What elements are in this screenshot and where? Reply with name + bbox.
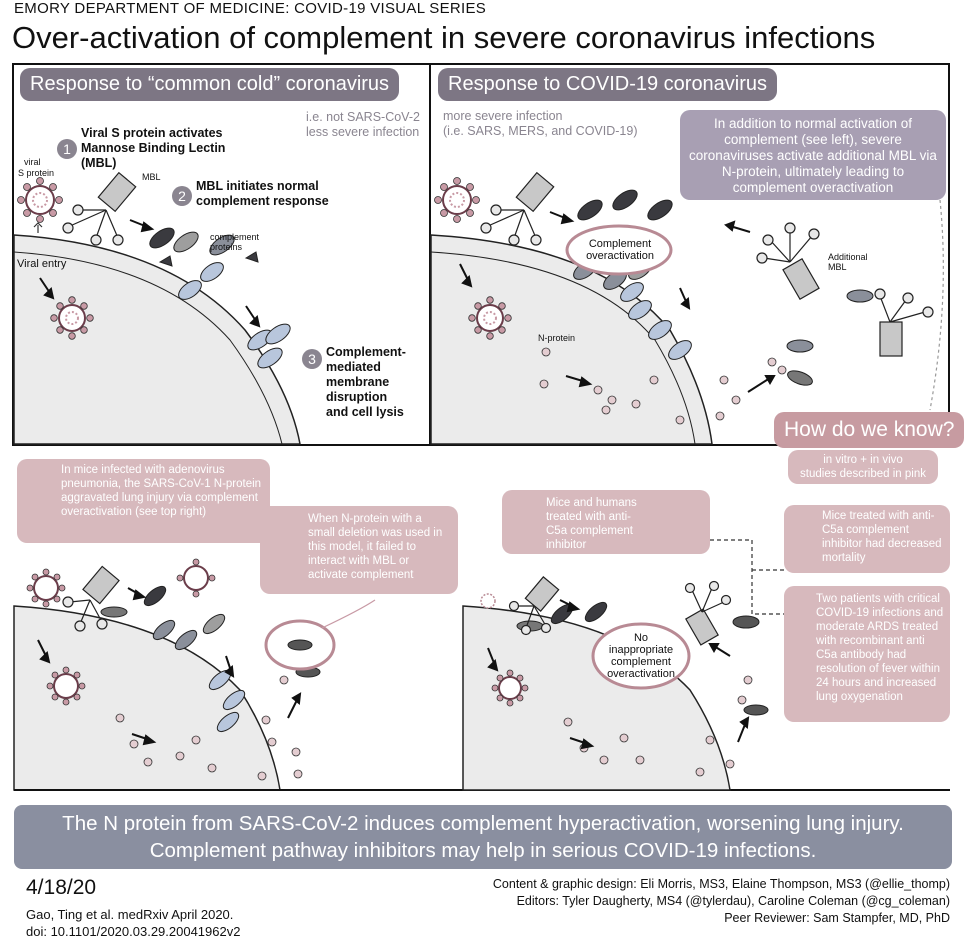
mouse-study-box-2: When N-protein with a small deletion was… <box>260 506 458 594</box>
inhibitor-box-2: Mice treated with anti-C5a complement in… <box>784 505 950 573</box>
right-top-panel <box>429 63 950 446</box>
left-panel-title: Response to “common cold” coronavirus <box>20 68 400 101</box>
step-1-number: 1 <box>57 139 77 159</box>
viral-entry-label: Viral entry <box>17 258 67 270</box>
step-3-text: Complement- mediated membrane disruption… <box>326 345 406 419</box>
mouse-study-box-1: In mice infected with adenovirus pneumon… <box>17 459 270 543</box>
mouse-study-text-2: When N-protein with a small deletion was… <box>308 513 443 581</box>
page-title: Over-activation of complement in severe … <box>12 20 876 55</box>
right-info-box: In addition to normal activation of comp… <box>680 110 946 200</box>
inhibitor-box-1: Mice and humans treated with anti-C5a co… <box>502 490 710 554</box>
complement-proteins-label: complement proteins <box>210 232 260 252</box>
publication-date: 4/18/20 <box>26 876 97 899</box>
series-label: EMORY DEPARTMENT OF MEDICINE: COVID-19 V… <box>14 0 487 17</box>
credit-reviewer: Peer Reviewer: Sam Stampfer, MD, PhD <box>724 911 950 925</box>
credit-editors: Editors: Tyler Daugherty, MS4 (@tylerdau… <box>516 894 950 908</box>
reference-line-1: Gao, Ting et al. medRxiv April 2020. <box>26 907 234 922</box>
credits: Content & graphic design: Eli Morris, MS… <box>493 876 950 927</box>
reference-line-2: doi: 10.1101/2020.03.29.20041962v2 <box>26 924 241 939</box>
summary-line-2: Complement pathway inhibitors may help i… <box>149 839 817 862</box>
inhibitor-box-3: Two patients with critical COVID-19 infe… <box>784 586 950 722</box>
mouse-study-text-1: In mice infected with adenovirus pneumon… <box>61 464 262 518</box>
how-do-we-know-title: How do we know? <box>774 412 964 448</box>
mbl-icon <box>62 171 137 246</box>
step-1-text: Viral S protein activates Mannose Bindin… <box>81 126 226 170</box>
inhibitor-text-3: Two patients with critical COVID-19 infe… <box>816 593 944 703</box>
complement-overactivation-label: Complement overactivation <box>586 238 654 262</box>
step-3-number: 3 <box>302 349 322 369</box>
how-do-we-know-subtitle: in vitro + in vivo studies described in … <box>788 450 938 484</box>
right-panel-note: more severe infection (i.e. SARS, MERS, … <box>443 109 638 138</box>
summary-line-1: The N protein from SARS-CoV-2 induces co… <box>62 812 904 835</box>
s-protein-label: S protein <box>18 168 55 178</box>
summary-banner: The N protein from SARS-CoV-2 induces co… <box>14 805 952 869</box>
step-2-text: MBL initiates normal complement response <box>196 179 329 208</box>
step-2-number: 2 <box>172 186 192 206</box>
right-panel-title: Response to COVID-19 coronavirus <box>438 68 778 101</box>
credit-design: Content & graphic design: Eli Morris, MS… <box>492 877 950 891</box>
inhibitor-text-1: Mice and humans treated with anti-C5a co… <box>546 497 637 551</box>
inhibitor-text-2: Mice treated with anti-C5a complement in… <box>822 510 942 564</box>
virus-icon <box>17 177 63 223</box>
additional-mbl-label: Additional MBL <box>828 252 868 272</box>
mbl-label: MBL <box>142 172 161 182</box>
viral-label: viral <box>24 157 41 167</box>
n-protein-label: N-protein <box>538 333 576 343</box>
left-panel-note: i.e. not SARS-CoV-2 less severe infectio… <box>306 110 420 139</box>
no-overactivation-label: No inappropriate complement overactivati… <box>607 632 675 680</box>
